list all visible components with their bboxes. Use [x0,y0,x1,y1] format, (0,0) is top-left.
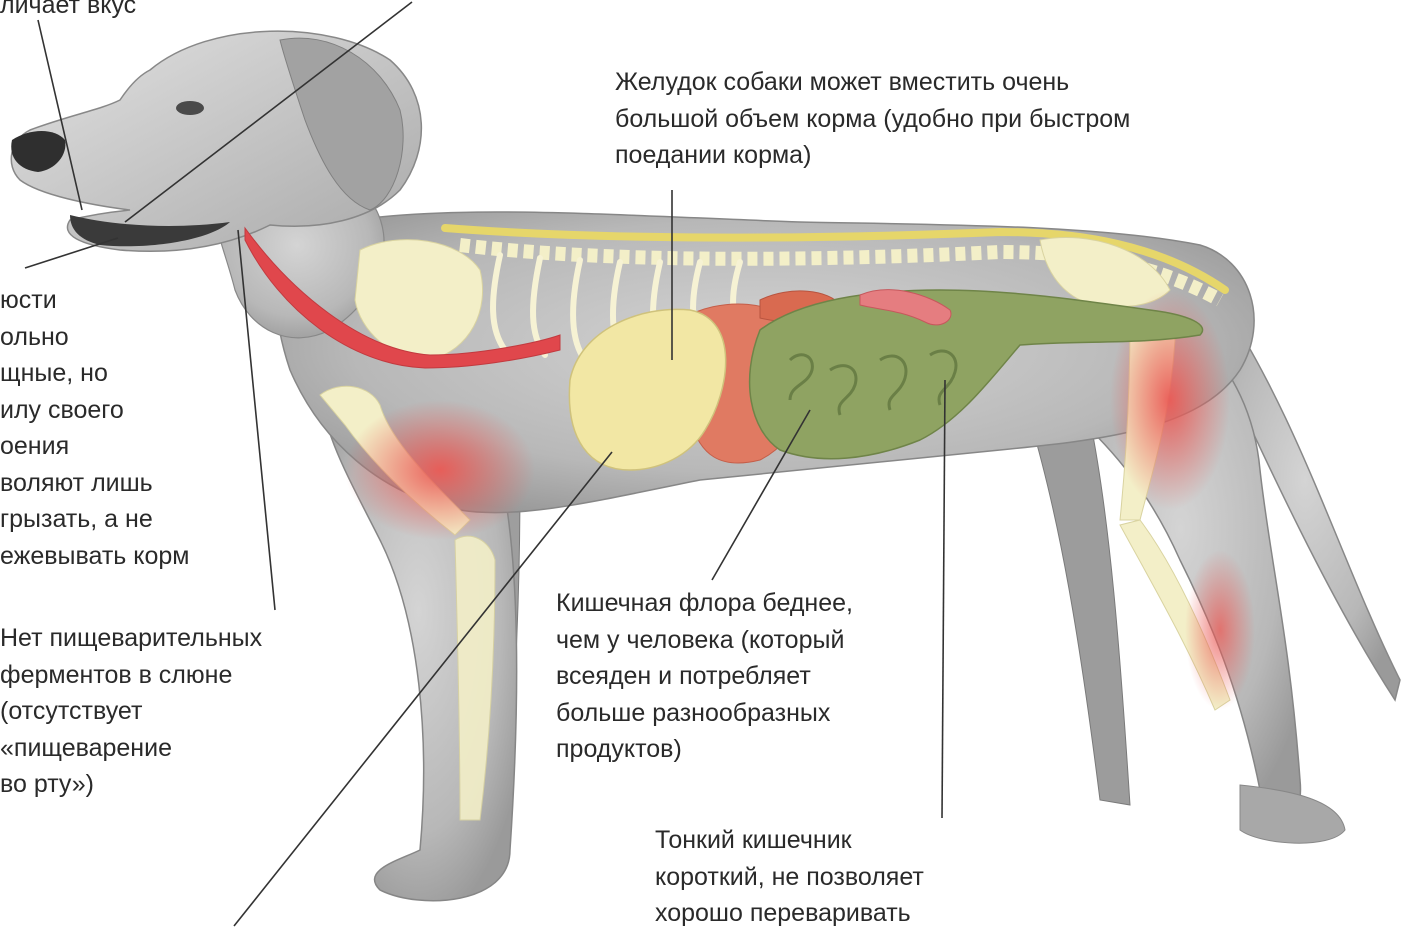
label-small-intestine-line: хорошо переваривать [655,895,924,932]
label-enzymes-line: ферментов в слюне [0,657,262,694]
label-enzymes-line: «пищеварение [0,730,262,767]
label-small-intestine-line: короткий, не позволяет [655,859,924,896]
label-small-intestine: Тонкий кишечник короткий, не позволяет х… [655,822,924,932]
label-jaws: юсти ольно щные, но илу своего оения вол… [0,282,190,574]
label-flora-line: чем у человека (который [556,622,853,659]
label-flora: Кишечная флора беднее, чем у человека (к… [556,585,853,768]
label-jaws-line: ежевывать корм [0,538,190,575]
label-enzymes: Нет пищеварительных ферментов в слюне (о… [0,620,262,803]
label-flora-line: Кишечная флора беднее, [556,585,853,622]
label-jaws-line: грызать, а не [0,501,190,538]
label-enzymes-line: во рту») [0,766,262,803]
label-stomach-line: большой объем корма (удобно при быстром [615,101,1130,138]
label-jaws-line: юсти [0,282,190,319]
label-stomach-line: Желудок собаки может вместить очень [615,64,1130,101]
leader-line-jaws [25,238,118,268]
label-jaws-line: илу своего [0,392,190,429]
label-jaws-line: воляют лишь [0,465,190,502]
label-flora-line: продуктов) [556,731,853,768]
label-stomach-line: поедании корма) [615,137,1130,174]
label-jaws-line: оения [0,428,190,465]
label-small-intestine-line: Тонкий кишечник [655,822,924,859]
hind-calf-muscle [1185,550,1255,710]
front-shoulder-muscle [345,400,535,540]
label-flora-line: всеяден и потребляет [556,658,853,695]
label-jaws-line: ольно [0,319,190,356]
label-flora-line: больше разнообразных [556,695,853,732]
label-enzymes-line: Нет пищеварительных [0,620,262,657]
label-taste: личает вкус [0,0,136,24]
dog-eye [176,101,204,115]
label-taste-line: личает вкус [0,0,136,24]
label-jaws-line: щные, но [0,355,190,392]
label-enzymes-line: (отсутствует [0,693,262,730]
dog-rear-paw [1240,785,1345,843]
dog-hind-leg-far [1030,420,1130,805]
label-stomach: Желудок собаки может вместить очень боль… [615,64,1130,174]
